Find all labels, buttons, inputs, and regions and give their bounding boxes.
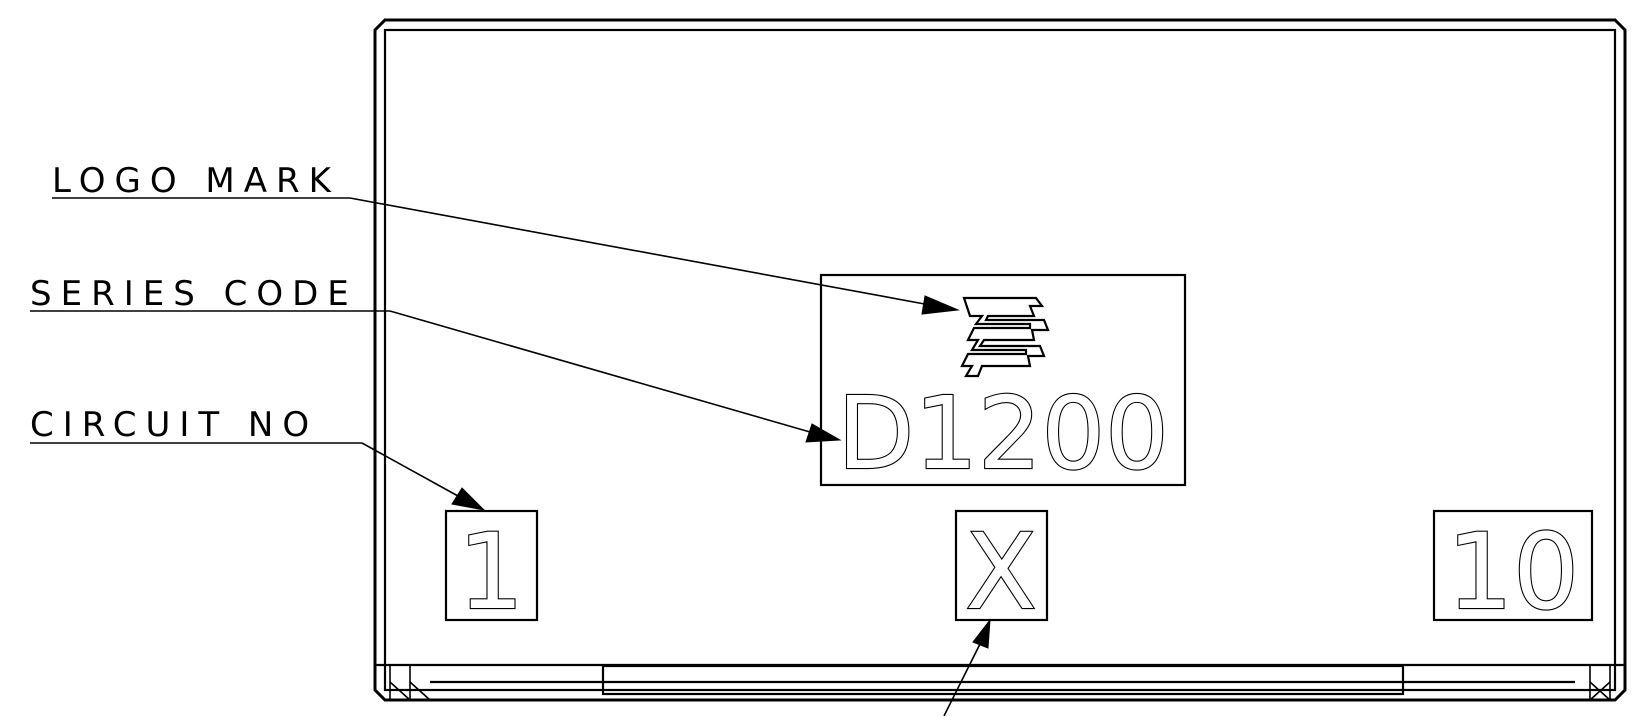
circuit-box-first <box>444 509 539 622</box>
callout-series-code <box>30 310 842 443</box>
circuit-box-last <box>1432 509 1594 622</box>
callout-logo-mark <box>52 197 960 315</box>
callout-label-circuit-no: CIRCUIT NO <box>30 405 318 445</box>
callout-middle-marker-leader <box>943 618 991 716</box>
callout-label-series-code: SERIES CODE <box>30 274 358 314</box>
series-code-value: D1200 <box>837 375 1169 492</box>
circuit-marker-middle: X <box>965 511 1036 633</box>
callout-label-logo-mark: LOGO MARK <box>52 161 340 201</box>
circuit-number-first: 1 <box>458 511 524 633</box>
circuit-box-middle <box>954 509 1049 622</box>
callout-circuit-no <box>30 442 486 511</box>
connector-housing <box>373 18 1627 702</box>
series-code-box <box>819 273 1187 487</box>
stylized-te-logo-icon <box>960 296 1050 378</box>
circuit-number-last: 10 <box>1447 511 1579 633</box>
